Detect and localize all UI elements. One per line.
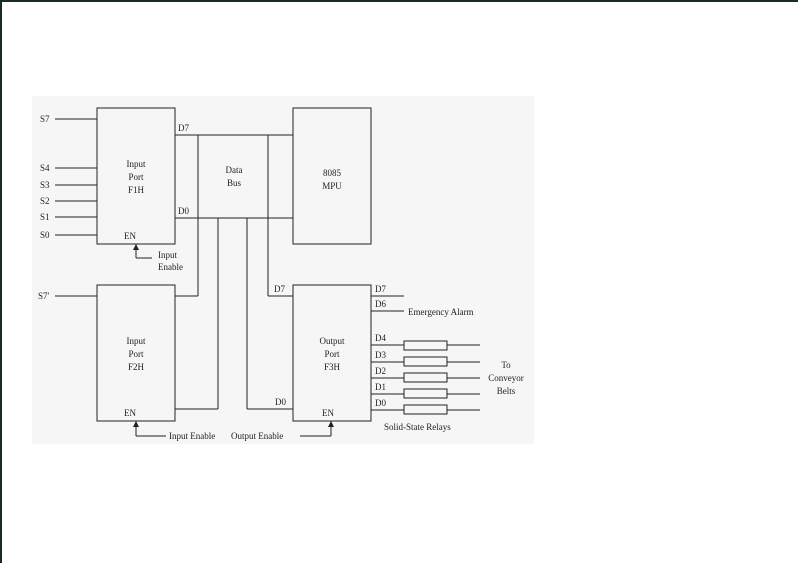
relay-d0 [403, 404, 448, 415]
mpu-label-2: MPU [322, 181, 342, 191]
out-d1: D1 [375, 382, 386, 392]
signal-s7-prime: S7' [38, 291, 50, 301]
relay-d2 [403, 372, 448, 383]
port1-d0-label: D0 [178, 206, 189, 216]
arrow-icon [328, 421, 334, 427]
data-bus-label-2: Bus [227, 178, 242, 188]
signal-s0: S0 [40, 230, 50, 240]
out-d0: D0 [375, 398, 386, 408]
signal-s3: S3 [40, 180, 50, 190]
outport-d7-in-label: D7 [274, 284, 285, 294]
solid-state-relays-label: Solid-State Relays [384, 422, 451, 432]
output-port-label-3: F3H [324, 362, 341, 372]
arrow-icon [133, 421, 139, 427]
mpu-box [292, 107, 372, 245]
relay-d4 [403, 340, 448, 351]
outport-d0-in-label: D0 [275, 397, 286, 407]
signal-s7: S7 [40, 114, 50, 124]
out-d4: D4 [375, 333, 386, 343]
output-port-box [292, 284, 372, 422]
input-port-f1-label-3: F1H [128, 185, 145, 195]
output-port-enable: Output Enable [231, 431, 283, 441]
relay-d1 [403, 388, 448, 399]
output-port-en: EN [322, 408, 334, 418]
relay-d3 [403, 356, 448, 367]
arrow-icon [133, 244, 139, 250]
input-port-f1-label-2: Port [128, 172, 144, 182]
mpu-label-1: 8085 [323, 168, 342, 178]
input-port-f2-label-2: Port [128, 349, 144, 359]
signal-s2: S2 [40, 196, 50, 206]
out-d7: D7 [375, 284, 386, 294]
input-port-f2-label-1: Input [127, 336, 146, 346]
input-port-f2-enable: Input Enable [169, 431, 215, 441]
input-port-f1-label-1: Input [127, 159, 146, 169]
output-port-label-2: Port [324, 349, 340, 359]
conveyor-label-3: Belts [497, 386, 516, 396]
out-d6: D6 [375, 299, 386, 309]
diagram-figure [32, 96, 534, 444]
signal-s1: S1 [40, 212, 50, 222]
port1-d7-label: D7 [178, 123, 189, 133]
out-d3: D3 [375, 350, 386, 360]
input-port-f1-enable-2: Enable [158, 262, 183, 272]
input-port-f1-en: EN [124, 231, 136, 241]
data-bus-label-1: Data [226, 165, 243, 175]
signal-s4: S4 [40, 163, 50, 173]
conveyor-label-1: To [501, 360, 511, 370]
input-port-f2-en: EN [124, 408, 136, 418]
emergency-alarm-label: Emergency Alarm [408, 307, 474, 317]
input-port-f1-enable-1: Input [158, 250, 177, 260]
input-port-f2-label-3: F2H [128, 362, 145, 372]
conveyor-label-2: Conveyor [488, 373, 524, 383]
out-d2: D2 [375, 366, 386, 376]
output-port-label-1: Output [319, 336, 345, 346]
